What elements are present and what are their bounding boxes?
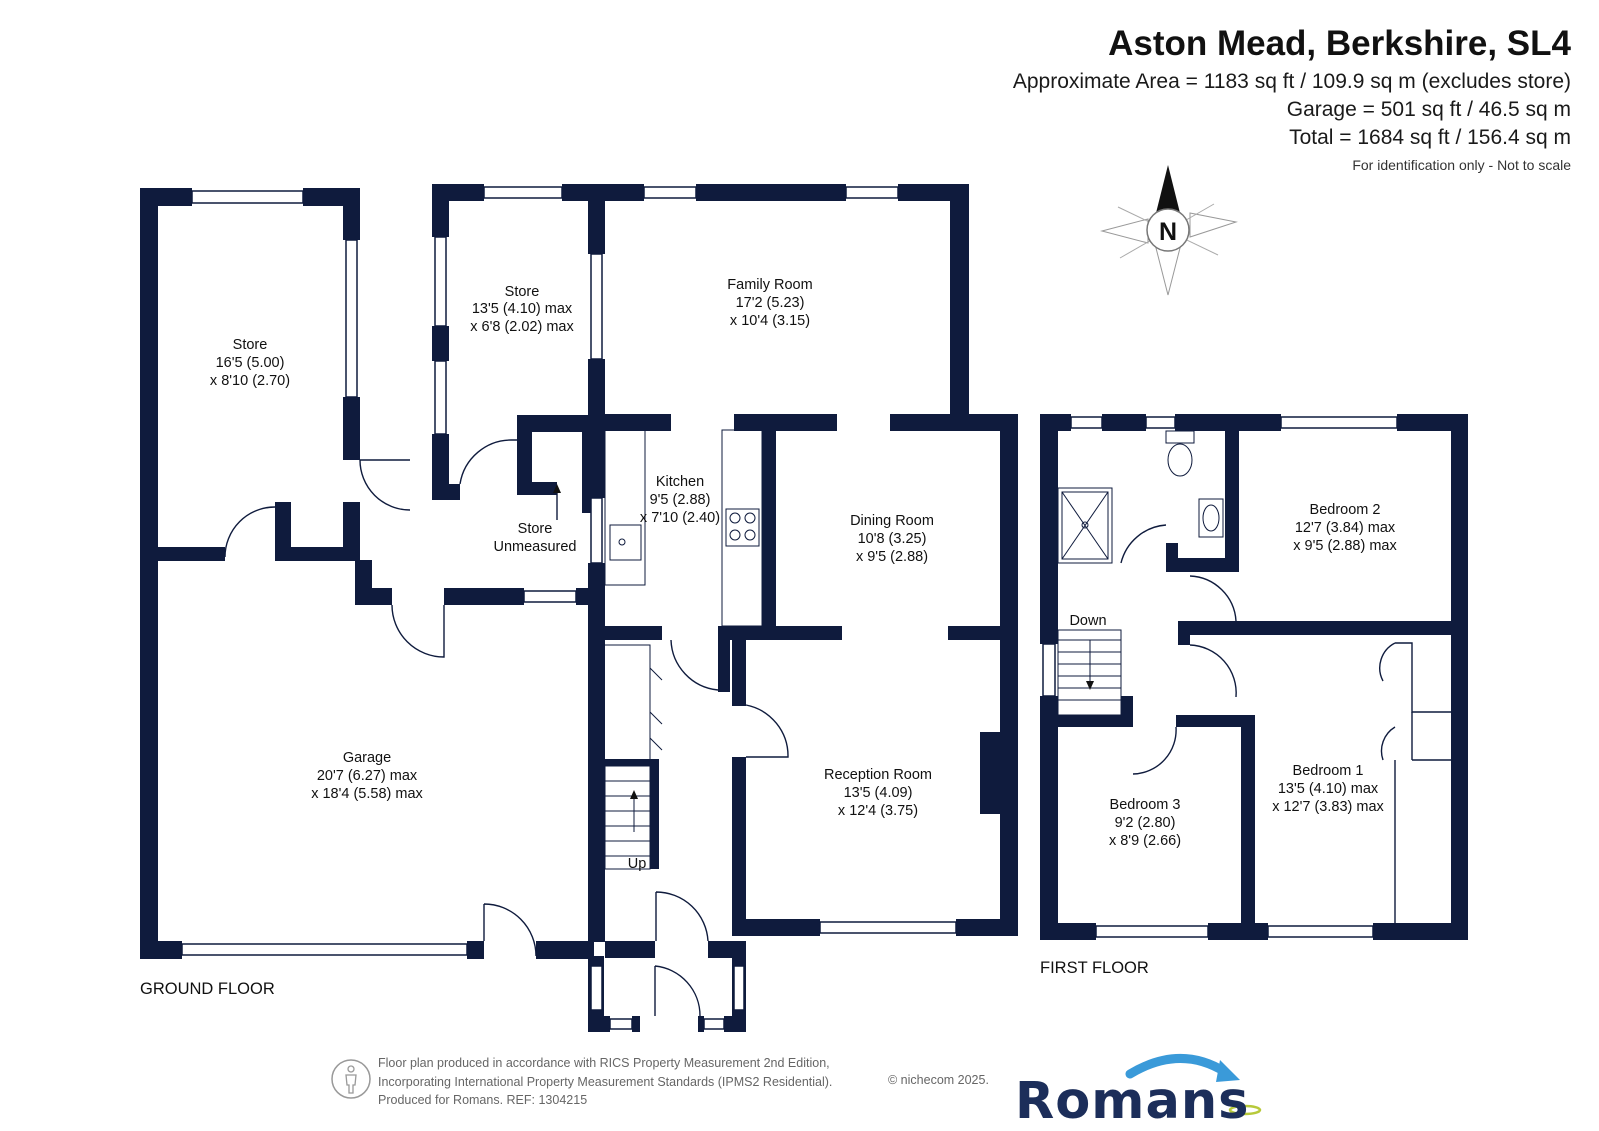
room-family-dim2: x 10'4 (3.15) [730,313,810,329]
room-bedroom1-name: Bedroom 1 [1293,763,1364,779]
room-kitchen-dim2: x 7'10 (2.40) [640,510,720,526]
room-bedroom2-dim1: 12'7 (3.84) max [1295,520,1396,536]
total-area: Total = 1684 sq ft / 156.4 sq m [1289,126,1571,149]
room-dining-name: Dining Room [850,513,934,529]
copyright: © nichecom 2025. [888,1073,989,1087]
room-bedroom3-name: Bedroom 3 [1110,797,1181,813]
room-reception-dim1: 13'5 (4.09) [844,785,913,801]
room-bedroom1-dim2: x 12'7 (3.83) max [1272,799,1384,815]
first-floor-stairs [1057,629,1122,716]
room-dining-dim2: x 9'5 (2.88) [856,549,928,565]
bathroom-fittings [1057,430,1224,564]
first-floor-walls [1040,414,1468,940]
room-store-unmeasured-dim: Unmeasured [493,539,576,555]
room-family-name: Family Room [727,277,812,293]
header: Aston Mead, Berkshire, SL4 Approximate A… [1013,20,1571,176]
stairs-up-label: Up [628,856,647,872]
ground-floor-labels: Store 16'5 (5.00) x 8'10 (2.70) Store 13… [140,277,934,998]
disclaimer: For identification only - Not to scale [1352,157,1571,173]
ground-floor-doors [224,439,789,1017]
footer-line-2: Incorporating International Property Mea… [378,1074,833,1089]
room-garage-name: Garage [343,750,391,766]
room-garage-dim2: x 18'4 (5.58) max [311,786,423,802]
approx-area: Approximate Area = 1183 sq ft / 109.9 sq… [1012,70,1571,93]
first-floor-doors [1120,524,1451,923]
footer-line-3: Produced for Romans. REF: 1304215 [378,1093,588,1107]
ground-floor-label: GROUND FLOOR [140,980,275,998]
first-floor-labels: Bedroom 2 12'7 (3.84) max x 9'5 (2.88) m… [1040,502,1397,977]
footer-notes: Floor plan produced in accordance with R… [378,1054,832,1110]
room-bedroom3-dim1: 9'2 (2.80) [1115,815,1176,831]
room-store-left-dim2: x 8'10 (2.70) [210,373,290,389]
romans-logo-swoosh-icon [1125,1054,1262,1116]
compass-label: N [1159,218,1177,246]
ground-floor-walls [140,184,1018,1032]
room-kitchen-name: Kitchen [656,474,704,490]
room-store-unmeasured-name: Store [518,521,553,537]
room-store-top-name: Store [505,284,540,300]
room-bedroom2-name: Bedroom 2 [1310,502,1381,518]
garage-area: Garage = 501 sq ft / 46.5 sq m [1286,98,1571,121]
rics-person-icon [331,1059,371,1099]
room-store-left-name: Store [233,337,268,353]
romans-logo: Romans [1015,1072,1250,1131]
room-dining-dim1: 10'8 (3.25) [858,531,927,547]
room-bedroom3-dim2: x 8'9 (2.66) [1109,833,1181,849]
ground-floor-windows [181,186,957,1030]
ground-floor-stairs [604,644,663,870]
room-family-dim1: 17'2 (5.23) [736,295,805,311]
property-title: Aston Mead, Berkshire, SL4 [1108,24,1571,63]
first-floor-windows [1042,416,1398,938]
stairs-down-label: Down [1069,613,1106,629]
room-reception-dim2: x 12'4 (3.75) [838,803,918,819]
room-kitchen-dim1: 9'5 (2.88) [650,492,711,508]
room-garage-dim1: 20'7 (6.27) max [317,768,418,784]
kitchen-fittings [604,429,763,627]
first-floor-label: FIRST FLOOR [1040,959,1149,977]
footer-line-1: Floor plan produced in accordance with R… [378,1056,830,1070]
room-store-left-dim1: 16'5 (5.00) [216,355,285,371]
room-reception-name: Reception Room [824,767,932,783]
room-store-top-dim2: x 6'8 (2.02) max [470,319,574,335]
room-bedroom2-dim2: x 9'5 (2.88) max [1293,538,1397,554]
room-bedroom1-dim1: 13'5 (4.10) max [1278,781,1379,797]
compass-icon: N [1100,165,1238,296]
room-store-top-dim1: 13'5 (4.10) max [472,301,573,317]
